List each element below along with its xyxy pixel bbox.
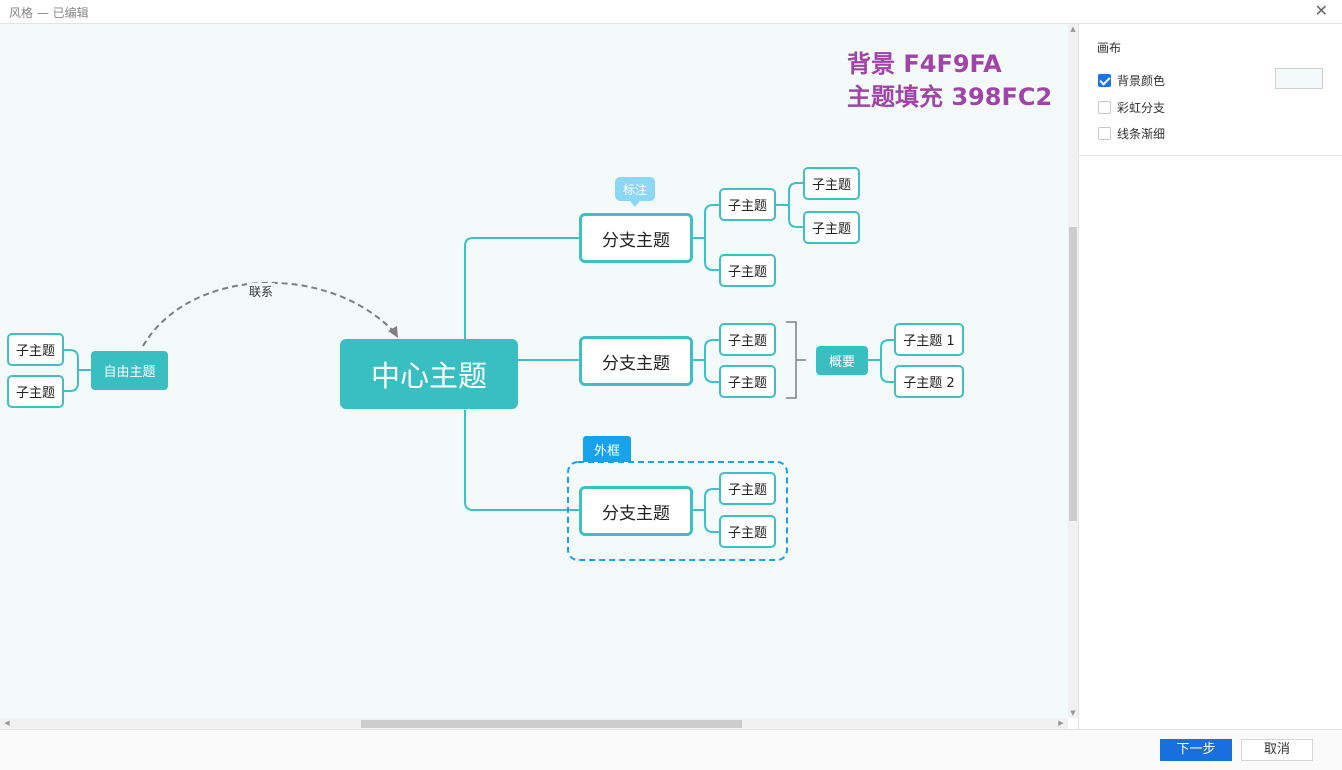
branch-topic-2[interactable]: 分支主题: [579, 336, 693, 386]
branch3-subtopic-2[interactable]: 子主题: [719, 515, 776, 548]
branch2-subtopic-2[interactable]: 子主题: [719, 365, 776, 398]
option-background-color[interactable]: 背景颜色: [1098, 72, 1165, 88]
close-icon[interactable]: ✕: [1314, 1, 1328, 20]
scroll-up-icon[interactable]: ▲: [1070, 25, 1076, 33]
option-rainbow-branch[interactable]: 彩虹分支: [1098, 99, 1165, 115]
horizontal-scrollbar[interactable]: ◀ ▶: [0, 718, 1068, 729]
cancel-button[interactable]: 取消: [1241, 739, 1313, 761]
panel-divider: [1079, 155, 1342, 156]
summary-topic[interactable]: 概要: [816, 346, 868, 375]
scroll-down-icon[interactable]: ▼: [1070, 709, 1076, 717]
tapered-lines-checkbox[interactable]: [1098, 126, 1111, 140]
branch-topic-3[interactable]: 分支主题: [579, 486, 693, 536]
annotation-background-text: 背景 F4F9FA: [847, 50, 1002, 78]
callout-label[interactable]: 标注: [615, 177, 655, 207]
center-topic[interactable]: 中心主题: [340, 339, 518, 409]
vertical-scroll-thumb[interactable]: [1069, 227, 1077, 521]
background-color-label: 背景颜色: [1117, 73, 1166, 88]
rainbow-branch-label: 彩虹分支: [1117, 100, 1166, 115]
style-panel: 画布 背景颜色 彩虹分支 线条渐细: [1078, 24, 1342, 729]
mindmap-canvas[interactable]: 背景 F4F9FA 主题填充 398FC2 联系 中心主题 自由主题 子主题 子…: [0, 24, 1068, 718]
scroll-right-icon[interactable]: ▶: [1058, 719, 1064, 727]
background-color-swatch[interactable]: [1275, 68, 1323, 89]
free-subtopic-2[interactable]: 子主题: [7, 375, 64, 408]
horizontal-scroll-thumb[interactable]: [361, 720, 742, 728]
background-color-checkbox[interactable]: [1098, 73, 1111, 87]
next-button[interactable]: 下一步: [1160, 739, 1232, 761]
tapered-lines-label: 线条渐细: [1117, 126, 1166, 141]
canvas-section-title: 画布: [1097, 41, 1122, 55]
free-subtopic-1[interactable]: 子主题: [7, 333, 64, 366]
relationship-label[interactable]: 联系: [247, 283, 276, 300]
nested-subtopic-2[interactable]: 子主题: [803, 211, 860, 244]
annotation-fill-text: 主题填充 398FC2: [847, 83, 1053, 111]
connector-lines: [64, 182, 895, 561]
branch1-subtopic-2[interactable]: 子主题: [719, 254, 776, 287]
free-topic[interactable]: 自由主题: [91, 351, 168, 390]
rainbow-branch-checkbox[interactable]: [1098, 100, 1111, 114]
nested-subtopic-1[interactable]: 子主题: [803, 167, 860, 200]
branch3-subtopic-1[interactable]: 子主题: [719, 472, 776, 505]
dialog-footer: 下一步 取消: [0, 729, 1342, 770]
option-tapered-lines[interactable]: 线条渐细: [1098, 125, 1165, 141]
branch2-subtopic-1[interactable]: 子主题: [719, 323, 776, 356]
boundary-label[interactable]: 外框: [583, 436, 631, 462]
summary-subtopic-2[interactable]: 子主题 2: [894, 365, 964, 398]
branch1-subtopic-1[interactable]: 子主题: [719, 188, 776, 221]
scroll-left-icon[interactable]: ◀: [4, 719, 10, 727]
title-bar: 风格 — 已编辑 ✕: [0, 0, 1342, 24]
window-title: 风格 — 已编辑: [9, 6, 89, 20]
summary-subtopic-1[interactable]: 子主题 1: [894, 323, 964, 356]
vertical-scrollbar[interactable]: ▲ ▼: [1068, 24, 1078, 718]
branch-topic-1[interactable]: 分支主题: [579, 213, 693, 263]
